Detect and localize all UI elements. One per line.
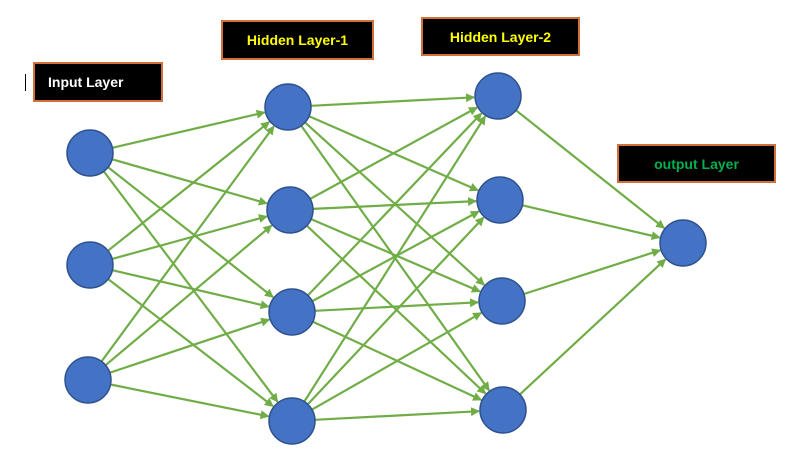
- connection-arrow-input-2-to-hidden1-4: [107, 278, 274, 408]
- connection-arrow-input-1-to-hidden1-4: [102, 170, 279, 403]
- hidden2-node-4: [479, 386, 527, 434]
- connection-arrow-hidden1-3-to-hidden2-3: [314, 298, 479, 312]
- connection-arrow-input-1-to-hidden1-1: [112, 109, 266, 149]
- connection-arrow-hidden1-1-to-hidden2-1: [310, 93, 475, 107]
- neurons: [64, 72, 707, 445]
- hidden1-node-2: [266, 186, 314, 234]
- hidden2-node-2: [476, 176, 524, 224]
- input-node-3: [64, 356, 112, 404]
- connection-arrow-hidden2-2-to-output-1: [522, 204, 661, 241]
- connection-arrow-hidden2-3-to-output-1: [523, 248, 662, 296]
- hidden1-node-3: [268, 288, 316, 336]
- hidden2-node-3: [478, 277, 526, 325]
- connection-arrow-input-3-to-hidden1-3: [109, 317, 271, 374]
- connection-arrow-hidden1-4-to-hidden2-1: [303, 115, 487, 403]
- connection-arrow-input-1-to-hidden1-3: [107, 166, 274, 299]
- input-layer-label: Input Layer: [33, 62, 163, 102]
- connection-arrow-input-1-to-hidden1-2: [111, 158, 268, 206]
- connection-arrow-input-3-to-hidden1-1: [100, 125, 275, 363]
- connection-arrow-hidden1-4-to-hidden2-2: [306, 216, 485, 406]
- connection-arrow-hidden1-3-to-hidden2-1: [307, 112, 483, 297]
- connection-arrow-input-3-to-hidden1-2: [104, 224, 273, 367]
- connection-arrow-hidden1-4-to-hidden2-4: [314, 407, 480, 421]
- output-layer-label: output Layer: [617, 144, 776, 183]
- connection-arrow-hidden2-4-to-output-1: [519, 258, 667, 396]
- hidden2-node-1: [474, 72, 522, 120]
- connection-arrow-input-2-to-hidden1-2: [111, 214, 268, 260]
- hidden-layer-1-label: Hidden Layer-1: [221, 20, 374, 60]
- hidden1-node-4: [268, 397, 316, 445]
- connection-arrow-hidden1-2-to-hidden2-1: [309, 106, 478, 200]
- connection-arrow-input-2-to-hidden1-3: [112, 269, 270, 310]
- output-node-1: [659, 219, 707, 267]
- input-node-2: [66, 241, 114, 289]
- connection-arrow-hidden1-4-to-hidden2-3: [311, 311, 483, 411]
- connection-arrow-input-2-to-hidden1-1: [107, 121, 270, 252]
- connection-arrow-hidden2-1-to-output-1: [515, 109, 665, 229]
- connection-arrow-input-3-to-hidden1-4: [110, 383, 270, 420]
- hidden1-node-1: [264, 83, 312, 131]
- text-cursor: [25, 74, 26, 91]
- connection-arrows: [100, 93, 667, 421]
- hidden-layer-2-label: Hidden Layer-2: [421, 17, 580, 56]
- input-node-1: [66, 129, 114, 177]
